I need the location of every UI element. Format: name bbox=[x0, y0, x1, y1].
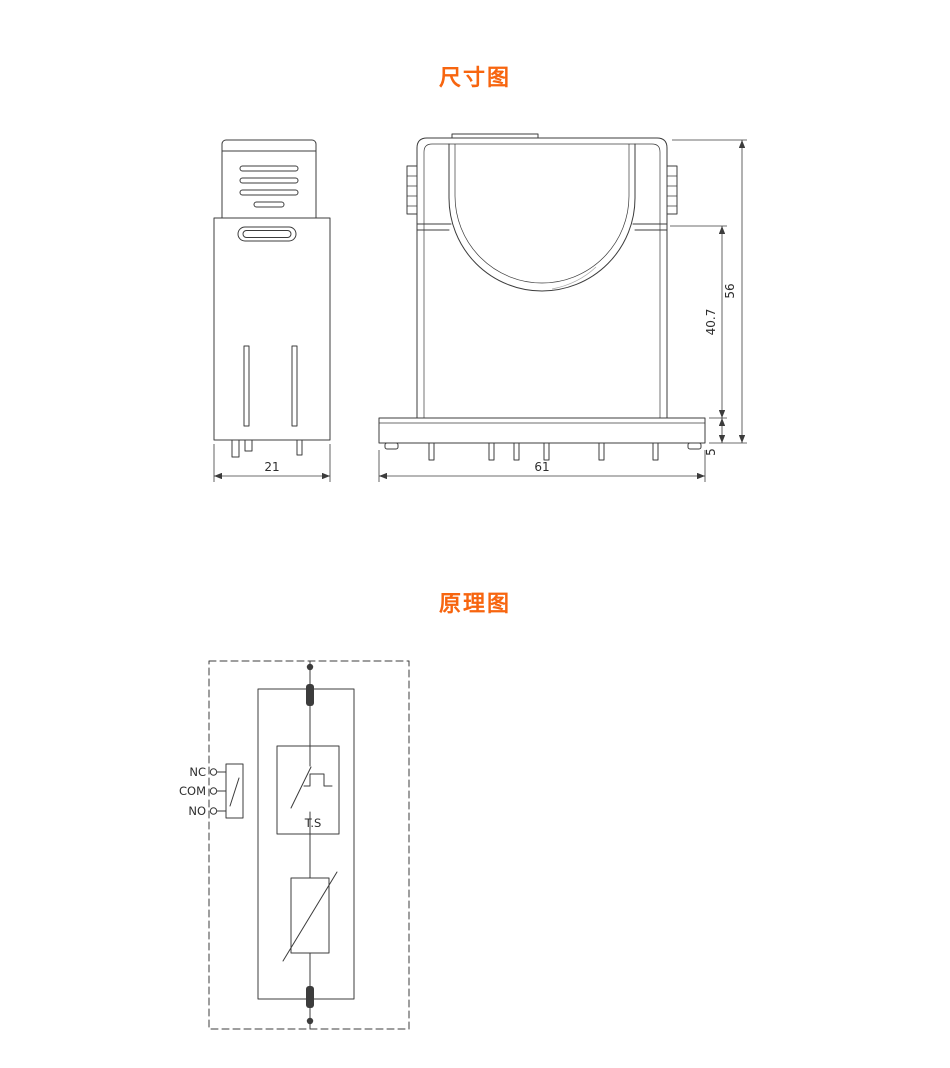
dim-upper-height: 40.7 bbox=[670, 225, 727, 419]
top-contact-mark bbox=[306, 684, 314, 706]
thermal-switch-label: T.S bbox=[304, 816, 322, 830]
terminal-no-label: NO bbox=[188, 804, 206, 818]
dimension-drawing-canvas: 21 bbox=[213, 133, 747, 482]
dim-label-base-height: 5 bbox=[704, 448, 718, 456]
terminal-com-label: COM bbox=[179, 784, 206, 798]
thermal-disconnect-box: T.S bbox=[276, 745, 340, 835]
dim-label-side-width: 21 bbox=[264, 460, 279, 474]
dim-label-front-width: 61 bbox=[534, 460, 549, 474]
schematic-drawing: T.S NC COM NO bbox=[179, 660, 410, 1030]
terminal-no-dot bbox=[209, 807, 218, 815]
varistor-symbol bbox=[282, 871, 338, 962]
outer-dashed-boundary bbox=[208, 660, 410, 1030]
terminal-nc-label: NC bbox=[189, 765, 206, 779]
bottom-contact-mark bbox=[306, 986, 314, 1008]
terminal-com-dot bbox=[209, 787, 218, 795]
front-view-drawing bbox=[378, 133, 706, 461]
changeover-contact-block bbox=[225, 763, 244, 819]
dim-base-height: 5 bbox=[704, 418, 726, 456]
dim-front-width: 61 bbox=[378, 450, 706, 482]
schematic-diagram-title: 原理图 bbox=[438, 592, 511, 617]
dim-side-width: 21 bbox=[213, 444, 331, 482]
side-view-drawing bbox=[213, 139, 331, 458]
dim-label-upper-height: 40.7 bbox=[704, 309, 718, 336]
dim-total-height: 56 bbox=[672, 139, 747, 444]
bottom-terminal-dot bbox=[306, 1017, 314, 1025]
dimension-diagram-title: 尺寸图 bbox=[438, 66, 511, 91]
terminal-nc-dot bbox=[209, 768, 218, 776]
dim-label-total-height: 56 bbox=[723, 283, 737, 298]
remote-signal-terminals: NC COM NO bbox=[179, 763, 244, 819]
schematic-drawing-canvas: T.S NC COM NO bbox=[179, 660, 410, 1030]
top-terminal-dot bbox=[306, 663, 314, 671]
